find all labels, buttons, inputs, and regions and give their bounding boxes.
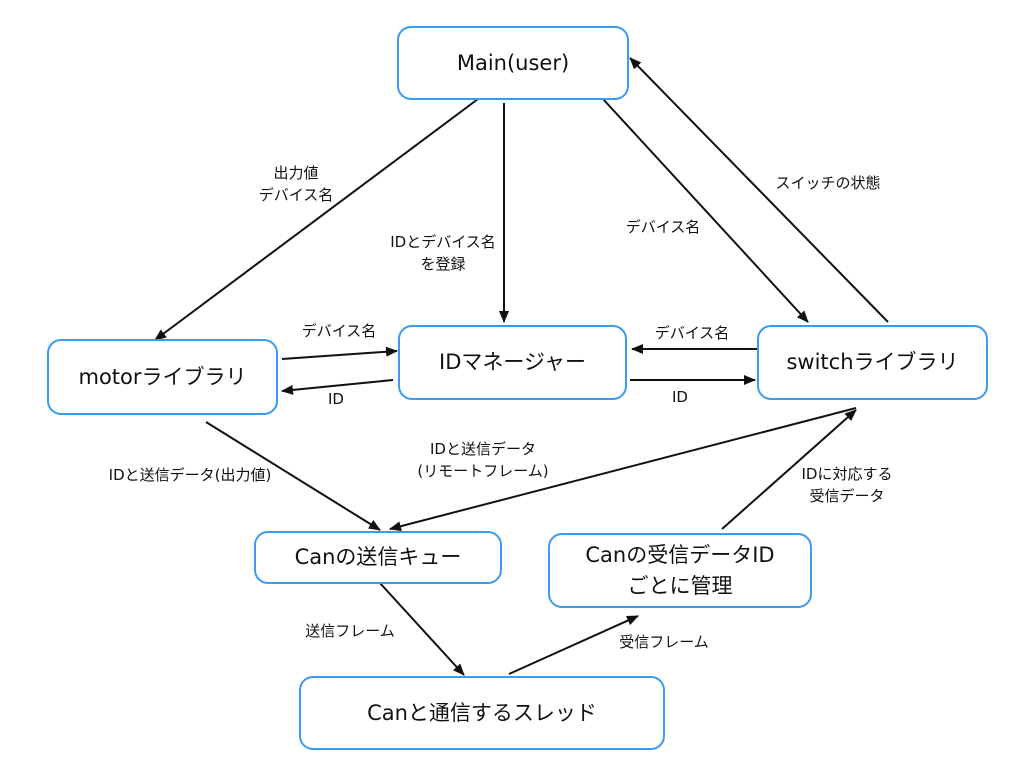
arrow-motor-to-idmgr	[281, 346, 398, 360]
arrow-thread-to-recv	[508, 615, 639, 675]
arrow-main-to-switch	[602, 98, 809, 323]
node-motor-library: motorライブラリ	[47, 339, 278, 415]
arrow-sendq-to-thread	[378, 581, 465, 676]
label-main-to-switch: デバイス名	[625, 218, 701, 236]
arrow-motor-to-sendq	[205, 421, 381, 531]
node-main-user: Main(user)	[397, 26, 629, 100]
label-main-to-motor: 出力値 デバイス名	[258, 164, 334, 204]
label-motor-to-idmgr: デバイス名	[301, 322, 377, 340]
label-sendq-to-thread: 送信フレーム	[305, 622, 395, 640]
label-main-to-idmgr: IDとデバイス名 を登録	[390, 233, 496, 273]
arrow-switch-to-main	[629, 57, 889, 323]
label-recv-to-switch: IDに対応する 受信データ	[801, 465, 893, 505]
arrow-idmgr-to-motor	[281, 379, 394, 395]
label-idmgr-to-motor: ID	[328, 390, 344, 408]
node-can-thread: Canと通信するスレッド	[299, 676, 665, 750]
arrow-main-to-motor	[154, 98, 479, 341]
node-can-send-queue: Canの送信キュー	[254, 531, 502, 584]
label-thread-to-recv: 受信フレーム	[619, 633, 709, 651]
label-switch-to-sendq: IDと送信データ (リモートフレーム)	[417, 440, 549, 480]
node-can-receive-manager: Canの受信データID ごとに管理	[548, 533, 812, 608]
node-switch-library: switchライブラリ	[757, 325, 988, 400]
arrow-recv-to-switch	[721, 409, 857, 530]
node-id-manager: IDマネージャー	[398, 325, 627, 400]
label-switch-to-main: スイッチの状態	[775, 174, 881, 192]
label-motor-to-sendq: IDと送信データ(出力値)	[108, 466, 272, 484]
label-idmgr-to-switch: ID	[672, 388, 688, 406]
label-switch-to-idmgr: デバイス名	[654, 324, 730, 342]
arrow-switch-to-sendq	[389, 407, 857, 532]
